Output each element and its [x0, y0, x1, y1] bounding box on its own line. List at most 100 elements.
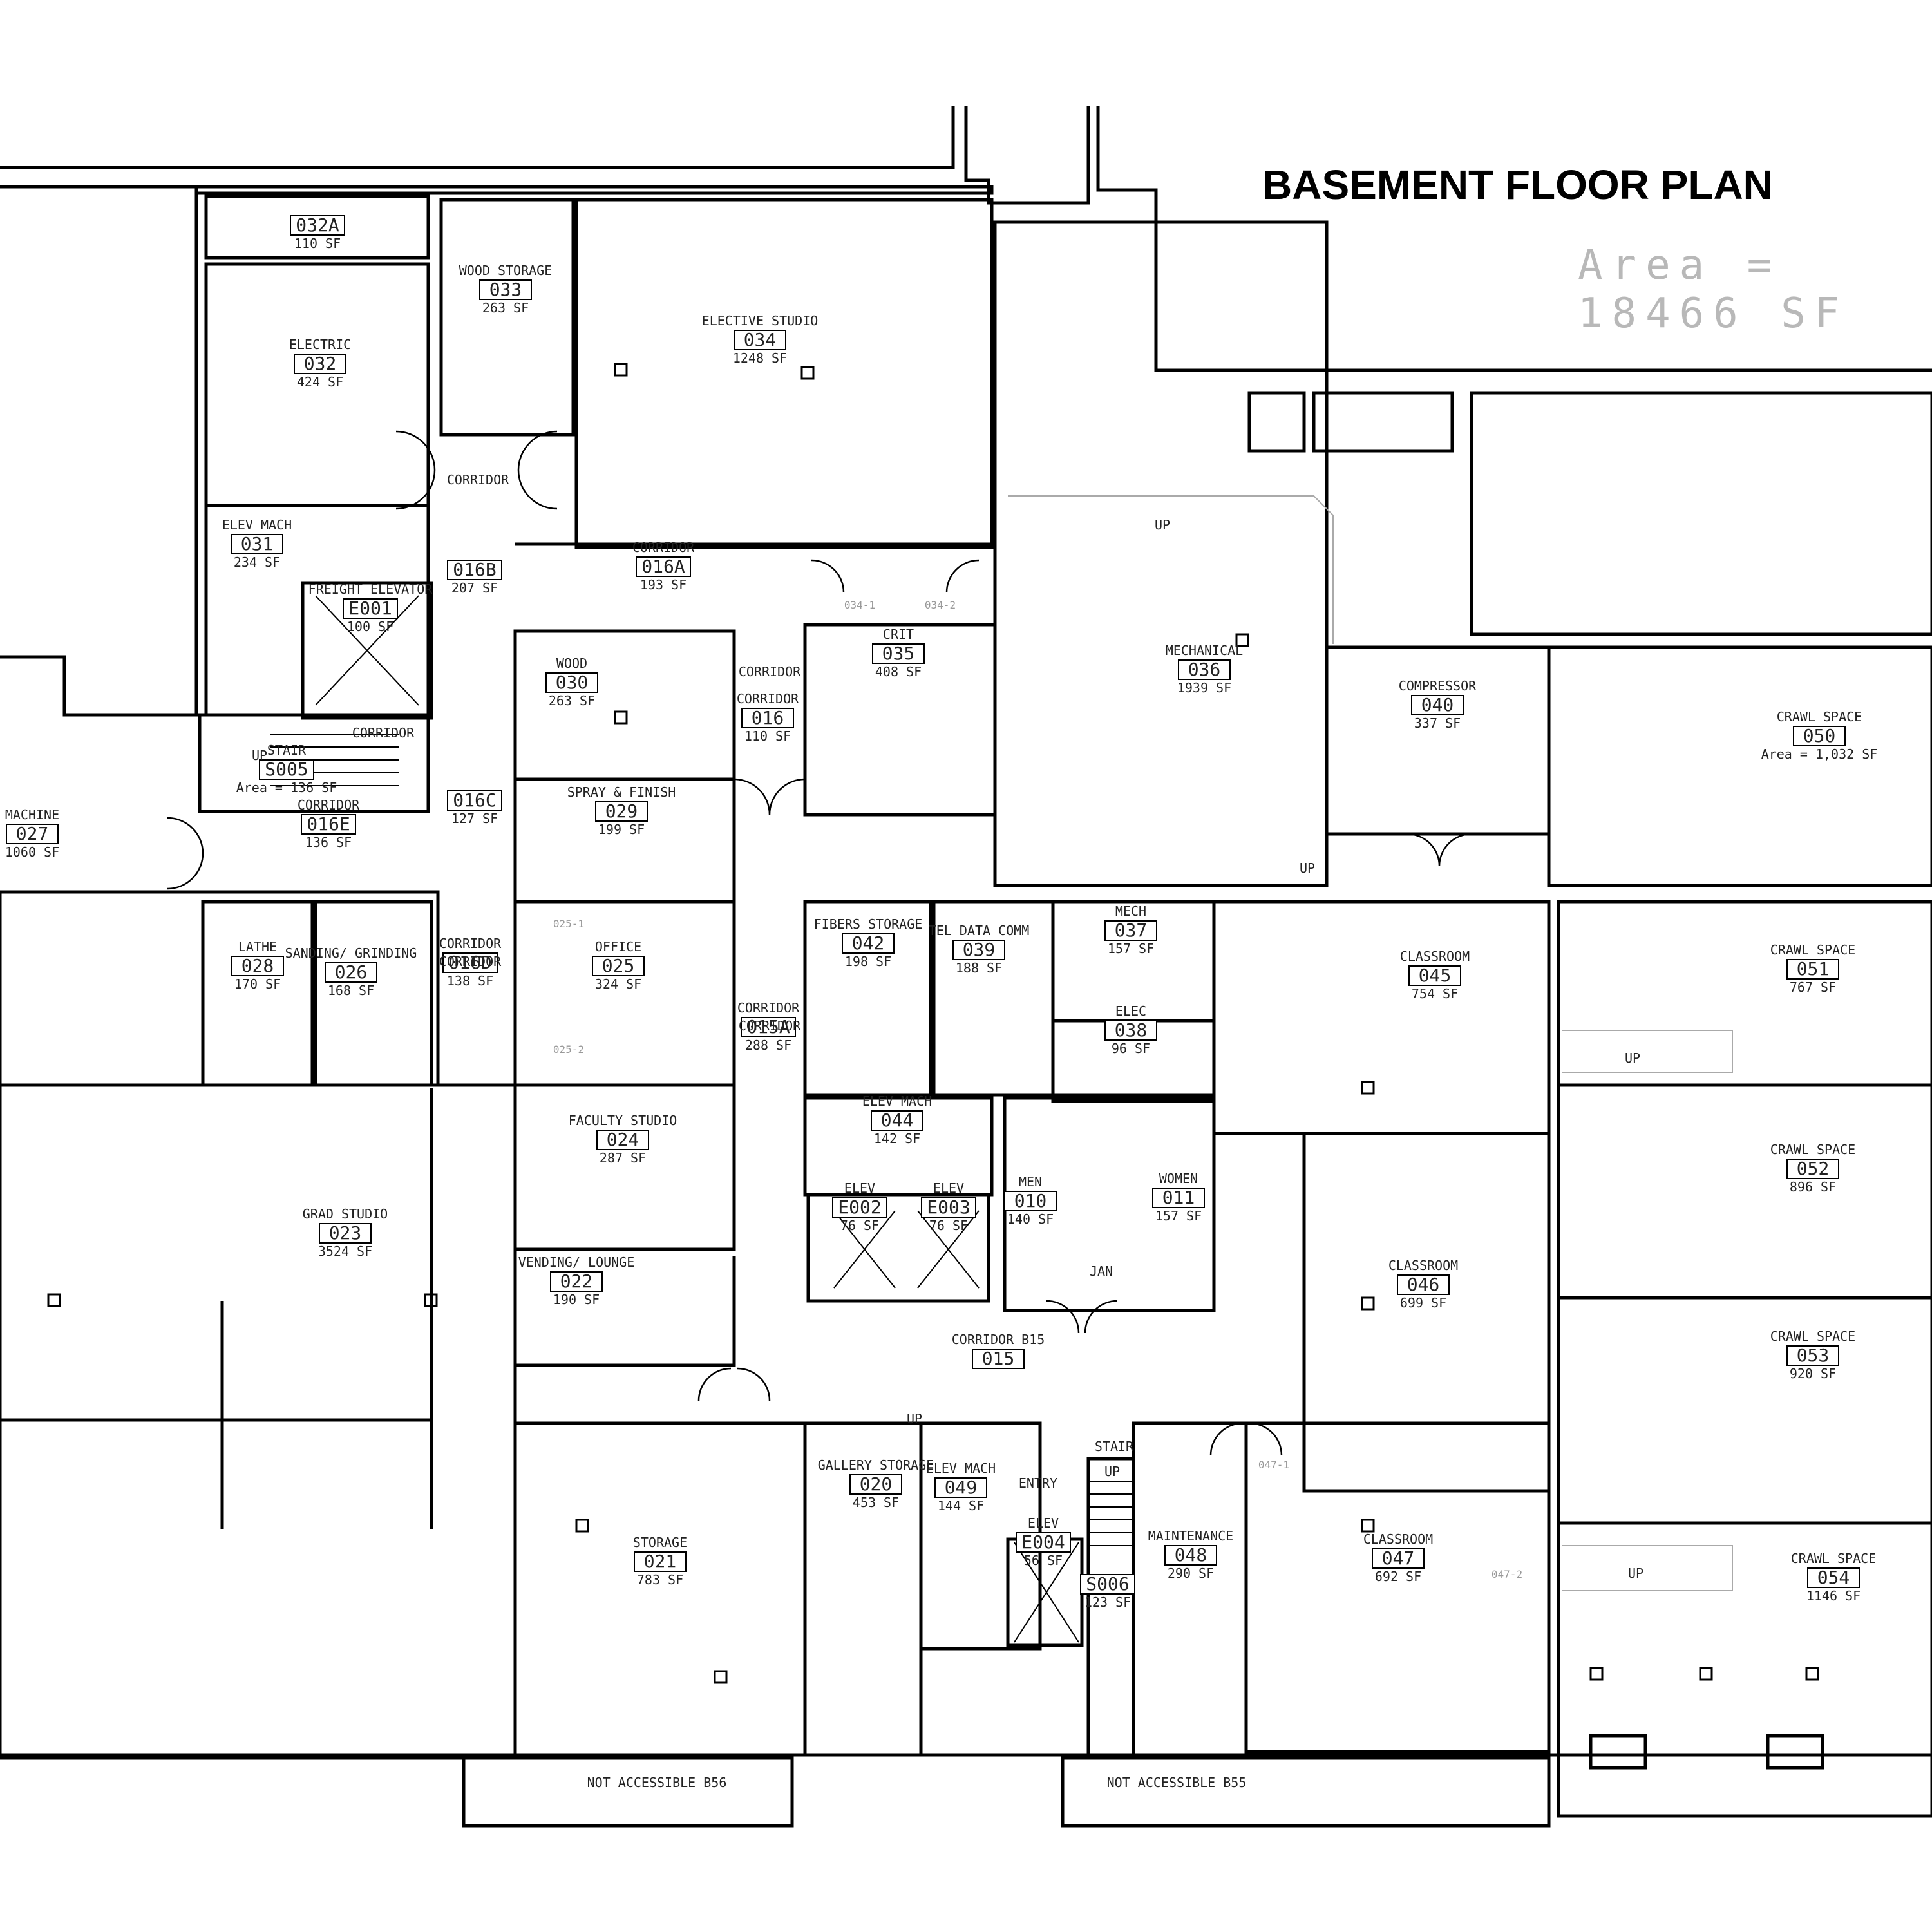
- room-number-box: [1016, 1532, 1071, 1553]
- room-number: 026: [335, 961, 368, 983]
- room-number: 032: [304, 353, 337, 374]
- room-area: 1146 SF: [1806, 1588, 1861, 1604]
- annotation-label: STAIR: [1095, 1439, 1134, 1454]
- room-number-box: [871, 1110, 923, 1131]
- room-number-box: [1793, 726, 1846, 746]
- room-area: 754 SF: [1412, 986, 1458, 1001]
- room-number-box: [1104, 1020, 1157, 1041]
- room-number-box: [545, 672, 598, 693]
- annotation-label: CORRIDOR: [447, 472, 509, 488]
- room-number-box: [231, 956, 284, 976]
- room-name: WOMEN: [1159, 1171, 1198, 1186]
- room-area: 190 SF: [553, 1292, 600, 1307]
- door-tag: 047-1: [1258, 1459, 1289, 1471]
- room-number: 037: [1115, 920, 1148, 941]
- annotation-label: UP: [1300, 860, 1315, 876]
- room-number-box: [741, 1017, 796, 1037]
- room-area: 127 SF: [451, 811, 498, 826]
- room-name: FREIGHT ELEVATOR: [308, 582, 433, 597]
- room-name: CRAWL SPACE: [1770, 942, 1855, 958]
- room-area: 170 SF: [234, 976, 281, 992]
- room-name: MECH: [1115, 904, 1146, 919]
- room-name: WOOD STORAGE: [459, 263, 553, 278]
- room-number-box: [934, 1477, 987, 1498]
- room-name: ELEV: [1028, 1515, 1059, 1531]
- room-area: 138 SF: [447, 973, 493, 989]
- room-name: ELEV MACH: [862, 1094, 932, 1109]
- room-area: 207 SF: [451, 580, 498, 596]
- room-number-box: [636, 556, 691, 577]
- room-number-box: [231, 534, 283, 554]
- room-number: 050: [1803, 725, 1836, 746]
- room-number: 015: [982, 1348, 1015, 1369]
- room-number-box: [1786, 1345, 1839, 1366]
- room-number: 032A: [296, 214, 339, 236]
- room-area: 144 SF: [938, 1498, 984, 1513]
- room-number: 016A: [641, 556, 685, 577]
- annotation-label: ENTRY: [1019, 1475, 1057, 1491]
- room-area: 168 SF: [328, 983, 374, 998]
- room-area: 337 SF: [1414, 715, 1461, 731]
- room-area: Area = 1,032 SF: [1761, 746, 1878, 762]
- room-number-box: [550, 1271, 603, 1292]
- room-number: 040: [1421, 694, 1454, 715]
- room-name: SANDING/ GRINDING: [285, 945, 417, 961]
- room-number: E002: [838, 1197, 881, 1218]
- room-area: 408 SF: [875, 664, 922, 679]
- room-number: E003: [927, 1197, 970, 1218]
- room-number: 046: [1407, 1274, 1440, 1295]
- room-number: 030: [556, 672, 589, 693]
- room-number-box: [952, 940, 1005, 960]
- room-number: 016: [752, 707, 784, 728]
- annotation-label: UP: [1625, 1050, 1640, 1066]
- room-name: TEL DATA COMM: [929, 923, 1030, 938]
- room-area: 692 SF: [1375, 1569, 1421, 1584]
- room-number-box: [290, 215, 345, 236]
- room-area: 767 SF: [1790, 980, 1836, 995]
- room-area: 142 SF: [874, 1131, 920, 1146]
- room-area: 188 SF: [956, 960, 1002, 976]
- room-name: CRAWL SPACE: [1777, 709, 1862, 724]
- room-number: 016D: [448, 952, 491, 973]
- room-number-box: [921, 1197, 976, 1218]
- total-area-value: 18466 SF: [1578, 290, 1849, 337]
- room-number: 042: [852, 933, 885, 954]
- room-area: 100 SF: [347, 619, 393, 634]
- room-name: SPRAY & FINISH: [567, 784, 676, 800]
- room-name: CORRIDOR B15: [952, 1332, 1045, 1347]
- stairs: [270, 595, 1133, 1643]
- room-name: CLASSROOM: [1400, 949, 1470, 964]
- room-area: 3524 SF: [318, 1244, 372, 1259]
- room-name: CRIT: [883, 627, 914, 642]
- room-name: CORRIDOR: [439, 936, 502, 951]
- room-number-box: [595, 801, 648, 822]
- room-name: CORRIDOR: [298, 797, 360, 813]
- annotation-label: CORRIDOR: [352, 725, 415, 741]
- room-number: 028: [242, 955, 274, 976]
- room-name: ELEC: [1115, 1003, 1146, 1019]
- door-tag: 034-2: [925, 599, 956, 611]
- room-name: FIBERS STORAGE: [814, 916, 923, 932]
- plan-title: BASEMENT FLOOR PLAN: [1262, 162, 1773, 208]
- room-area: 76 SF: [929, 1218, 968, 1233]
- room-name: CLASSROOM: [1388, 1258, 1458, 1273]
- room-name: STORAGE: [633, 1535, 687, 1550]
- room-number: 025: [602, 955, 635, 976]
- room-name: ELEV: [933, 1180, 964, 1196]
- annotation-label: CORRIDOR: [439, 954, 502, 969]
- room-name: WOOD: [556, 656, 587, 671]
- room-number: 047: [1382, 1548, 1415, 1569]
- room-number-box: [596, 1130, 649, 1150]
- room-area: 110 SF: [294, 236, 341, 251]
- room-number-box: [842, 933, 895, 954]
- room-area: 920 SF: [1790, 1366, 1836, 1381]
- room-area: 56 SF: [1024, 1553, 1063, 1568]
- room-number: 036: [1188, 659, 1221, 680]
- room-number-box: [447, 790, 502, 811]
- room-number: 027: [16, 823, 49, 844]
- room-number: 016C: [453, 790, 496, 811]
- room-area: 699 SF: [1400, 1295, 1446, 1311]
- room-number-box: [1152, 1188, 1205, 1208]
- room-area: 263 SF: [482, 300, 529, 316]
